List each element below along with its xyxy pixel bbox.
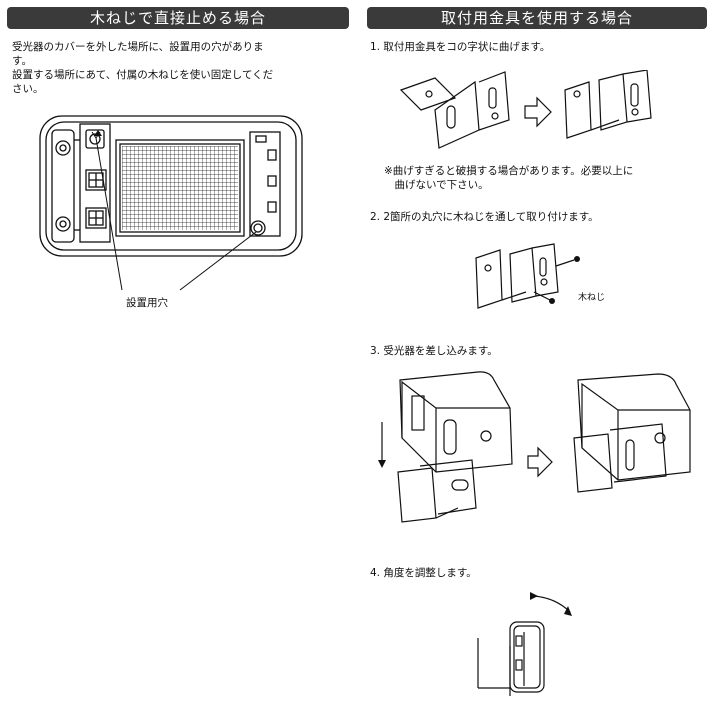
receiver-back-diagram [39, 115, 303, 291]
bracket-bending-diagram [399, 70, 652, 149]
wood-screw-instructions: 受光器のカバーを外した場所に、設置用の穴がありま す。 設置する場所にあて、付属… [12, 41, 274, 95]
step-2-text: 2. 2箇所の丸穴に木ねじを通して取り付けます。 [370, 211, 599, 223]
receiver-insert-diagram [378, 371, 691, 523]
step-1-text: 1. 取付用金具をコの字状に曲げます。 [370, 41, 551, 53]
angle-adjust-diagram [477, 592, 572, 696]
bracket-screw-diagram [475, 243, 580, 309]
section-heading-bracket: 取付用金具を使用する場合 [367, 7, 707, 29]
step-3-text: 3. 受光器を差し込みます。 [370, 345, 498, 357]
bending-caution-note: ※曲げすぎると破損する場合があります。必要以上に 曲げないで下さい。 [384, 165, 634, 191]
section-heading-wood-screw: 木ねじで直接止める場合 [7, 7, 349, 29]
wood-screw-label: 木ねじ [578, 293, 606, 303]
mounting-hole-label: 設置用穴 [126, 297, 168, 309]
step-4-text: 4. 角度を調整します。 [370, 567, 477, 579]
